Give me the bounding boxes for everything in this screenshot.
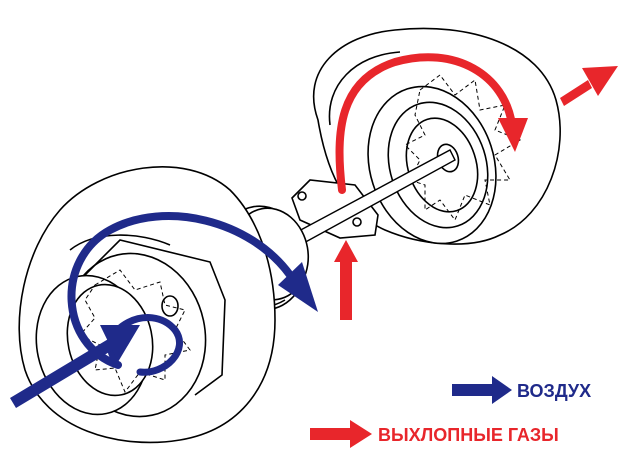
- exhaust-flow: [334, 53, 618, 320]
- legend-exhaust-swatch-arrow: [310, 420, 372, 448]
- exhaust-swirl-arrowhead: [498, 118, 528, 152]
- compressor-nut: [161, 295, 179, 317]
- legend-air-label: ВОЗДУХ: [517, 381, 591, 401]
- exhaust-inlet-arrow: [334, 240, 358, 320]
- compressor-inlet-rim: [69, 234, 171, 251]
- legend-air-swatch-arrow: [452, 376, 512, 404]
- compressor-housing: [18, 166, 276, 444]
- exhaust-swirl-arrow: [335, 53, 516, 194]
- legend: ВОЗДУХ ВЫХЛОПНЫЕ ГАЗЫ: [310, 376, 591, 448]
- air-intake-arrow: [10, 325, 140, 408]
- compressor-step: [84, 239, 226, 396]
- flange-bolt: [352, 217, 362, 227]
- air-swirl-arrow: [67, 212, 294, 369]
- flange-bolt: [297, 191, 307, 201]
- air-flow: [10, 212, 318, 408]
- air-swirl-arrowhead: [278, 262, 318, 312]
- turbine-face-mid: [387, 101, 489, 229]
- exhaust-outlet-arrow: [560, 66, 618, 106]
- turbine-volute-rim: [328, 51, 401, 126]
- legend-exhaust-label: ВЫХЛОПНЫЕ ГАЗЫ: [378, 425, 559, 445]
